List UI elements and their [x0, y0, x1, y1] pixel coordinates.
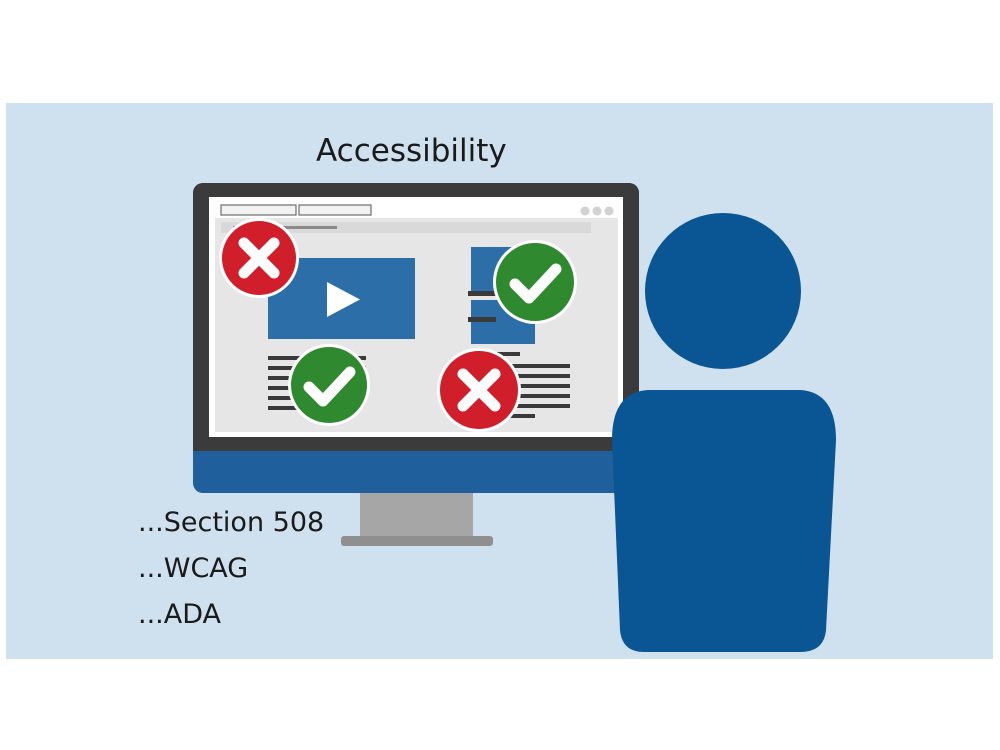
page-title: Accessibility: [316, 133, 507, 169]
check-icon: [509, 263, 562, 304]
person-figure: [612, 213, 836, 652]
x-icon: [238, 237, 280, 279]
play-icon: [327, 282, 360, 317]
standard-wcag: ...WCAG: [138, 553, 249, 584]
fail-badge-bottom-right: [437, 348, 521, 432]
browser-toolbar: [220, 204, 614, 233]
fail-badge-top-left: [219, 218, 299, 298]
monitor-stand: [341, 490, 493, 546]
x-icon: [457, 368, 501, 412]
person-head: [645, 213, 801, 369]
person-body: [612, 390, 836, 652]
pass-badge-bottom-left: [288, 344, 370, 426]
pass-badge-top-right: [493, 240, 577, 324]
standards-list: ...Section 508 ...WCAG ...ADA: [138, 505, 324, 643]
standard-ada: ...ADA: [138, 599, 222, 630]
standard-section-508: ...Section 508: [138, 507, 325, 538]
check-icon: [303, 366, 356, 407]
